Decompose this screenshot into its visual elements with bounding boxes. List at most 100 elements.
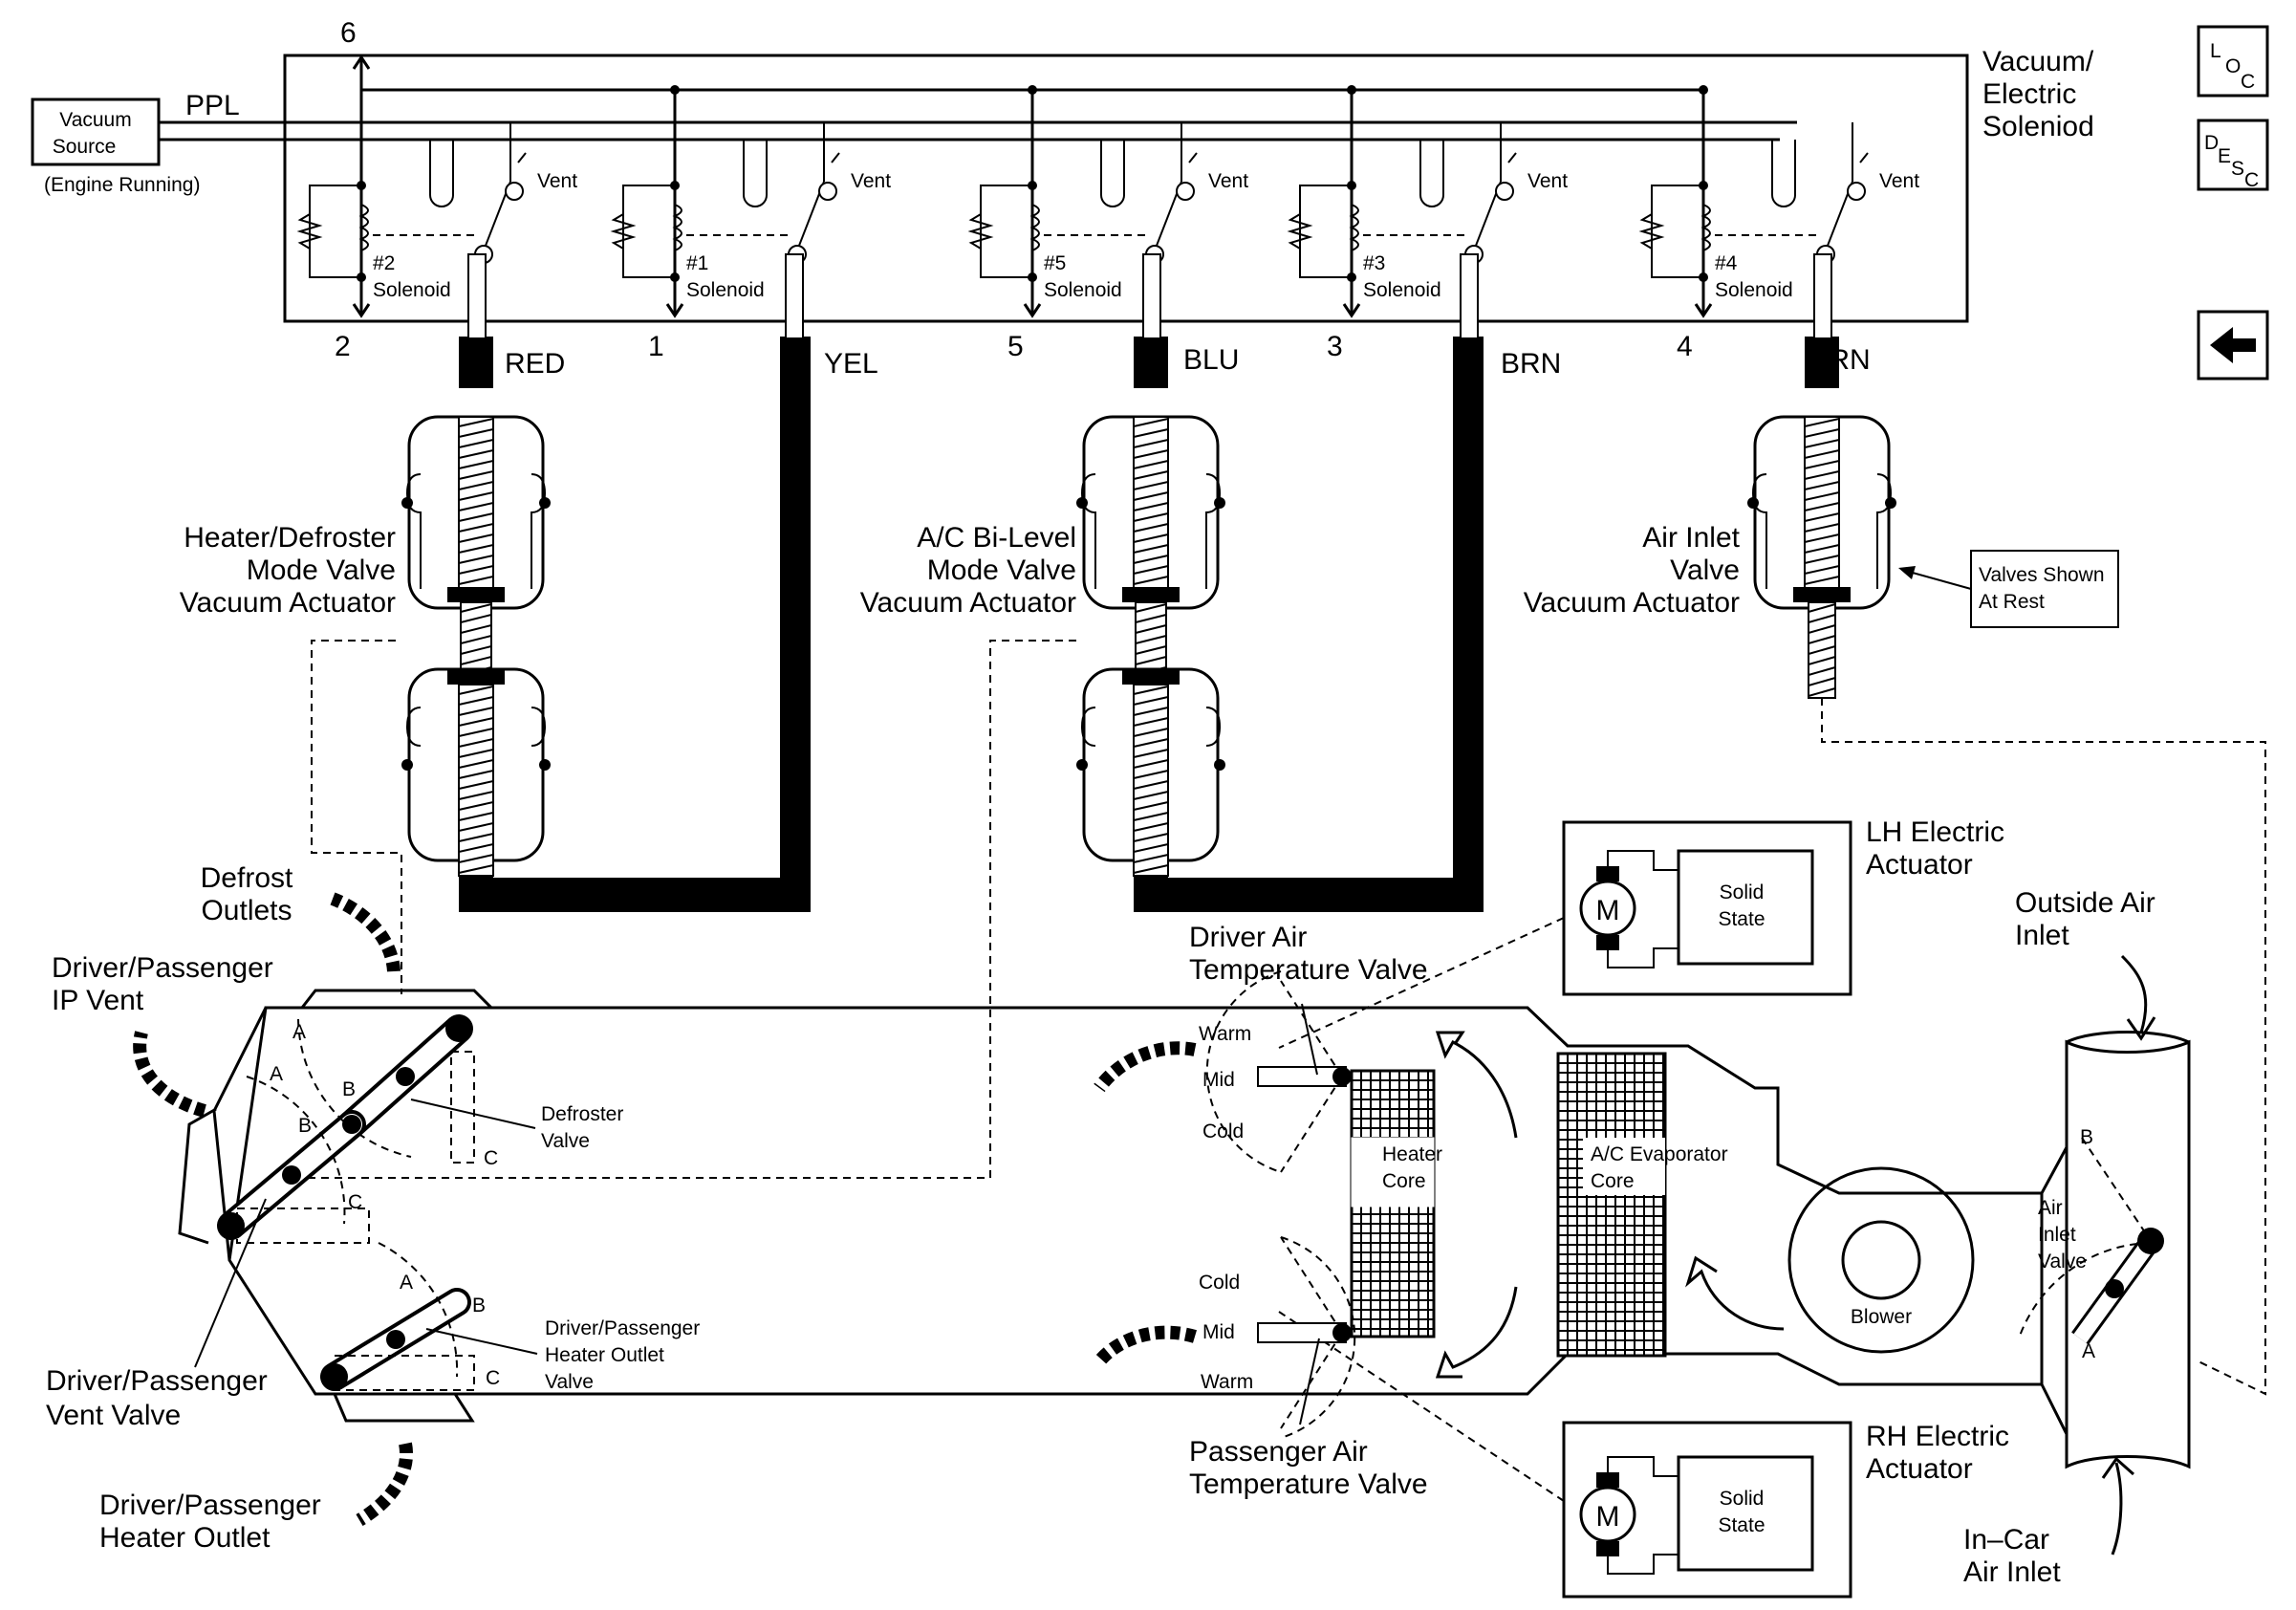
heater-outlet-label-2: Heater Outlet xyxy=(99,1522,271,1554)
left-arrow-icon xyxy=(2210,327,2256,363)
desc-letter-e: E xyxy=(2218,145,2231,167)
driver-flow-arrow xyxy=(1094,1041,1197,1093)
hose-yel-label: YEL xyxy=(824,348,878,380)
inlet-valve-label-3: Valve xyxy=(2038,1251,2087,1273)
solenoid-id-label: #1 xyxy=(686,252,708,274)
lh-actuator-label-1: LH Electric xyxy=(1866,816,2004,848)
valves-note-2: At Rest xyxy=(1979,591,2045,613)
hose-red-label: RED xyxy=(505,348,565,380)
lh-solid-state-2: State xyxy=(1718,908,1765,930)
heater-defroster-label-3: Vacuum Actuator xyxy=(180,587,396,619)
driver-warm-label: Warm xyxy=(1199,1023,1251,1045)
ip-vent-flow-arrow xyxy=(133,1031,206,1118)
inlet-valve-label-1: Air xyxy=(2038,1197,2063,1219)
desc-letter-c: C xyxy=(2244,169,2259,191)
hose-red xyxy=(459,337,493,388)
mode-valves xyxy=(133,892,538,1527)
solenoid-box: 6 Vacuum/ Electric Soleniod xyxy=(159,17,2094,323)
rh-motor-label: M xyxy=(1596,1501,1620,1533)
inlet-pos-b: B xyxy=(2080,1126,2093,1148)
passenger-mid-label: Mid xyxy=(1202,1321,1235,1343)
loc-letter-l: L xyxy=(2210,40,2221,62)
rh-actuator-label-2: Actuator xyxy=(1866,1453,1973,1485)
vent-valve-label-2: Vent Valve xyxy=(46,1400,181,1431)
solenoid-id-label: #3 xyxy=(1363,252,1385,274)
hose-brn xyxy=(1453,337,1484,912)
desc-letter-s: S xyxy=(2231,158,2244,180)
inlet-pos-a: A xyxy=(2082,1340,2095,1362)
defrost-outlets-label-2: Outlets xyxy=(201,895,292,926)
vacuum-source-line1: Vacuum xyxy=(59,109,131,131)
hose-yel xyxy=(780,337,811,912)
hose-orn xyxy=(1805,337,1839,388)
loc-letter-o: O xyxy=(2225,55,2241,77)
air-inlet-label-1: Air Inlet xyxy=(1642,522,1740,554)
back-button[interactable] xyxy=(2197,310,2269,381)
defrost-flow-arrow xyxy=(330,892,401,972)
vacuum-source: Vacuum Source (Engine Running) PPL xyxy=(31,90,240,196)
pin-4-label: 4 xyxy=(1677,331,1693,362)
hose-blu-label: BLU xyxy=(1183,344,1239,376)
heater-pos-b: B xyxy=(472,1295,486,1316)
pin-3-label: 3 xyxy=(1327,331,1343,362)
actuator-labels: Heater/Defroster Mode Valve Vacuum Actua… xyxy=(180,522,2119,628)
pin-6-label: 6 xyxy=(340,17,357,49)
engine-running-note: (Engine Running) xyxy=(44,174,200,196)
heater-defroster-label-2: Mode Valve xyxy=(247,555,396,586)
loc-button[interactable]: L O C xyxy=(2197,25,2269,98)
defroster-valve-label-1: Defroster xyxy=(541,1103,623,1125)
defroster-valve-label-2: Valve xyxy=(541,1130,590,1152)
ip-vent-label-1: Driver/Passenger xyxy=(52,952,273,984)
heater-core-label-2: Core xyxy=(1382,1170,1426,1192)
incar-air-label-2: Air Inlet xyxy=(1963,1556,2061,1588)
heater-outlet-valve-label-2: Heater Outlet xyxy=(545,1344,664,1366)
defroster-pos-c: C xyxy=(484,1147,498,1169)
desc-button[interactable]: D E S C xyxy=(2197,119,2269,191)
ppl-label: PPL xyxy=(185,90,240,121)
solenoid-word-label: Solenoid xyxy=(1715,279,1793,301)
rh-solid-state-2: State xyxy=(1718,1514,1765,1536)
mode-valve-labels: Defrost Outlets Driver/Passenger IP Vent… xyxy=(46,862,700,1554)
evaporator-core xyxy=(1556,1052,1667,1358)
driver-temp-valve-label-2: Temperature Valve xyxy=(1189,954,1428,986)
ac-bilevel-label-3: Vacuum Actuator xyxy=(860,587,1076,619)
solenoid-box-title-3: Soleniod xyxy=(1982,111,2094,142)
blower-label: Blower xyxy=(1851,1306,1912,1328)
heater-pos-a: A xyxy=(400,1272,413,1294)
solenoid-units: Vent#2SolenoidVent#1SolenoidVent#5Soleno… xyxy=(296,85,1919,318)
ip-vent-label-2: IP Vent xyxy=(52,985,144,1016)
heater-outlet-label-1: Driver/Passenger xyxy=(99,1490,321,1521)
solenoid-id-label: #4 xyxy=(1715,252,1738,274)
incar-air-label-1: In–Car xyxy=(1963,1524,2049,1556)
core-labels: Driver Air Temperature Valve Passenger A… xyxy=(1189,922,1912,1500)
defrost-outlets-label-1: Defrost xyxy=(201,862,293,894)
air-inlet-duct: Air Inlet Valve B A Outside Air Inlet In… xyxy=(1963,887,2191,1588)
ac-bilevel-label-1: A/C Bi-Level xyxy=(917,522,1076,554)
vent-pos-b: B xyxy=(298,1115,312,1137)
driver-temp-valve-label-1: Driver Air xyxy=(1189,922,1307,953)
hose-blu xyxy=(1134,337,1168,388)
passenger-warm-label: Warm xyxy=(1201,1371,1253,1393)
solenoid-word-label: Solenoid xyxy=(686,279,765,301)
rh-actuator-label-1: RH Electric xyxy=(1866,1421,2009,1452)
inlet-valve-label-2: Inlet xyxy=(2038,1224,2076,1246)
lh-solid-state-1: Solid xyxy=(1720,881,1765,903)
heater-pos-c: C xyxy=(486,1367,500,1389)
pin-2-label: 2 xyxy=(335,331,351,362)
lh-actuator-label-2: Actuator xyxy=(1866,849,1973,881)
driver-temp-valve xyxy=(1205,970,1352,1173)
solenoid-box-title-1: Vacuum/ xyxy=(1982,46,2094,77)
passenger-temp-valve xyxy=(1257,1236,1356,1439)
hose-brn-label: BRN xyxy=(1501,348,1561,380)
vent-valve xyxy=(217,1110,366,1240)
solenoid-box-title-2: Electric xyxy=(1982,78,2076,110)
lh-motor-label: M xyxy=(1596,895,1620,926)
heater-outlet-flow-arrow xyxy=(356,1442,413,1527)
vent-pos-a: A xyxy=(270,1063,283,1085)
pin-labels: 2 1 5 3 4 RED YEL BLU BRN ORN xyxy=(335,331,1871,380)
loc-letter-c: C xyxy=(2241,71,2255,93)
